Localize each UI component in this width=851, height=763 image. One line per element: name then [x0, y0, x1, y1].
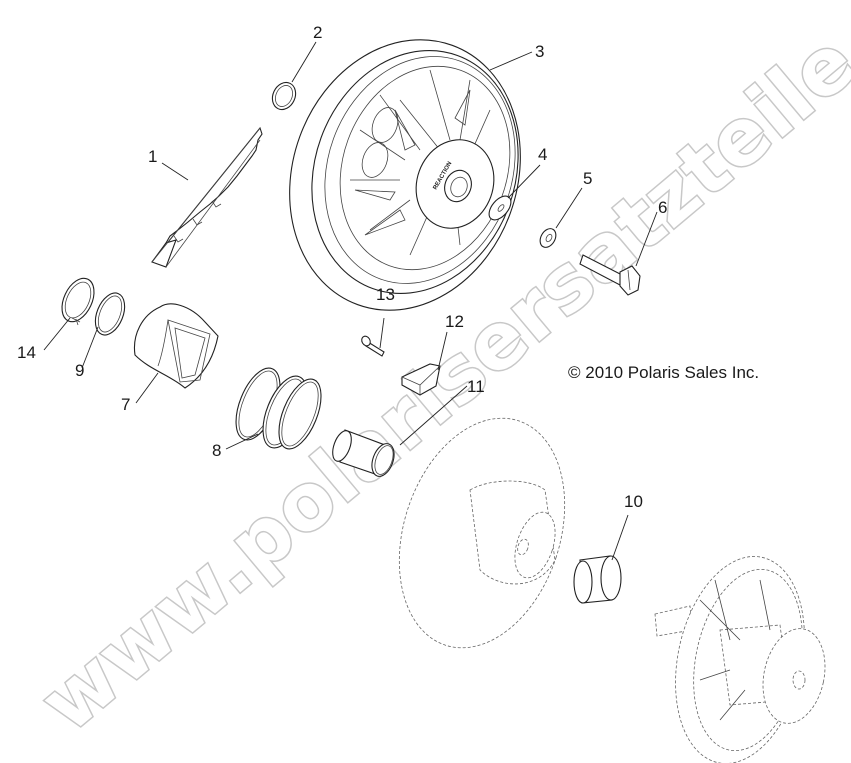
part-1-ramp-block[interactable] — [151, 126, 263, 268]
fixed-sheave — [398, 417, 566, 649]
callout-3[interactable]: 3 — [535, 42, 544, 61]
part-14-retaining-ring[interactable] — [56, 273, 101, 327]
callout-11[interactable]: 11 — [467, 377, 485, 396]
callouts: 1 2 3 4 5 6 7 8 9 10 11 12 13 14 — [17, 23, 667, 511]
callout-5[interactable]: 5 — [583, 169, 592, 188]
part-2-o-ring[interactable] — [268, 79, 300, 114]
part-13-pin[interactable] — [360, 335, 385, 357]
part-3-moveable-sheave[interactable]: REACTION — [253, 7, 558, 343]
callout-4[interactable]: 4 — [538, 145, 547, 164]
callout-10[interactable]: 10 — [624, 492, 643, 511]
part-7-helix[interactable] — [133, 303, 219, 389]
part-9-ring[interactable] — [90, 289, 131, 340]
part-10-bushing[interactable] — [573, 555, 622, 604]
callout-1[interactable]: 1 — [148, 147, 157, 166]
part-5-washer[interactable] — [537, 226, 559, 250]
callout-9[interactable]: 9 — [75, 361, 84, 380]
callout-2[interactable]: 2 — [313, 23, 322, 42]
callout-13[interactable]: 13 — [376, 285, 395, 304]
callout-8[interactable]: 8 — [212, 441, 221, 460]
callout-6[interactable]: 6 — [658, 198, 667, 217]
part-6-bolt[interactable] — [579, 254, 641, 296]
callout-7[interactable]: 7 — [121, 395, 130, 414]
callout-12[interactable]: 12 — [445, 312, 464, 331]
leader-lines — [43, 41, 658, 561]
callout-14[interactable]: 14 — [17, 343, 36, 362]
part-8-spring[interactable] — [227, 362, 330, 455]
copyright-notice: © 2010 Polaris Sales Inc. — [568, 363, 760, 382]
part-11-bushing[interactable] — [329, 428, 398, 479]
stationary-sheave — [654, 556, 826, 763]
part-12-roller-block[interactable] — [401, 363, 441, 396]
